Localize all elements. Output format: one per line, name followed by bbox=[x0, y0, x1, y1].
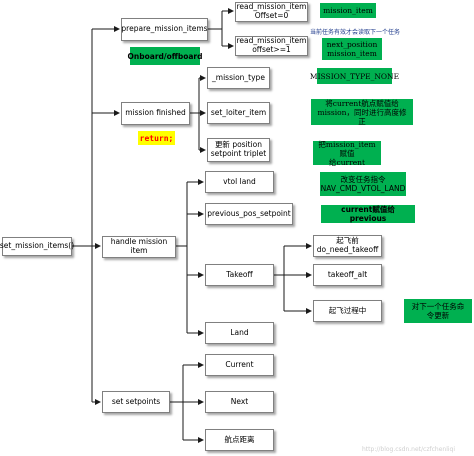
note-next-mission-update: 对下一个任务命 令更新 bbox=[404, 299, 472, 323]
node-takeoff-alt: takeoff_alt bbox=[313, 264, 382, 286]
node-set-loiter-item: set_loiter_item bbox=[207, 102, 270, 124]
node-takeoff: Takeoff bbox=[205, 264, 274, 286]
note-return: return; bbox=[138, 131, 175, 145]
node-handle-mission-item: handle mission item bbox=[102, 236, 176, 258]
node-set-setpoints: set setpoints bbox=[102, 391, 170, 413]
node-do-need-takeoff: 起飞前 do_need_takeoff bbox=[313, 235, 382, 257]
node-mission-finished: mission finished bbox=[121, 102, 190, 125]
node-update-position-triplet: 更新 position setpoint triplet bbox=[207, 138, 270, 162]
note-next-position: next_position mission_item bbox=[322, 38, 382, 60]
node-mission-type: _mission_type bbox=[207, 67, 270, 89]
node-vtol-land: vtol land bbox=[205, 171, 274, 193]
note-current-to-previous: current赋值给previous bbox=[321, 205, 415, 223]
node-waypoint-distance: 航点距离 bbox=[205, 429, 274, 451]
note-mission-item: mission_item bbox=[320, 3, 376, 18]
note-vtol-cmd: 改变任务指令 NAV_CMD_VTOL_LAND bbox=[320, 172, 406, 196]
node-takeoff-in-progress: 起飞过程中 bbox=[313, 300, 382, 322]
node-next: Next bbox=[205, 391, 274, 413]
node-current: Current bbox=[205, 354, 274, 376]
node-set-mission-items: set_mission_items() bbox=[0, 237, 74, 256]
node-read-mission-item-offset0: read_mission_item Offset=0 bbox=[235, 2, 308, 22]
note-position-current: 把mission_item赋值 给current bbox=[313, 140, 381, 167]
note-read-next-hint: 当前任务有效才会读取下一个任务 bbox=[310, 29, 401, 36]
note-loiter-item: 将current航点赋值给 mission，同时进行高度修正 bbox=[311, 99, 413, 126]
node-land: Land bbox=[205, 322, 274, 344]
note-onboard-offboard: Onboard/offboard bbox=[128, 47, 203, 65]
note-mission-type-none: MISSION_TYPE_NONE bbox=[310, 68, 399, 84]
node-read-mission-item-offset1: read_mission_item offset>=1 bbox=[235, 36, 308, 56]
node-previous-pos-setpoint: previous_pos_setpoint bbox=[205, 203, 293, 225]
node-prepare-mission-items: prepare_mission_items bbox=[121, 18, 208, 41]
watermark: http://blog.csdn.net/czfchenliqi bbox=[362, 446, 456, 453]
